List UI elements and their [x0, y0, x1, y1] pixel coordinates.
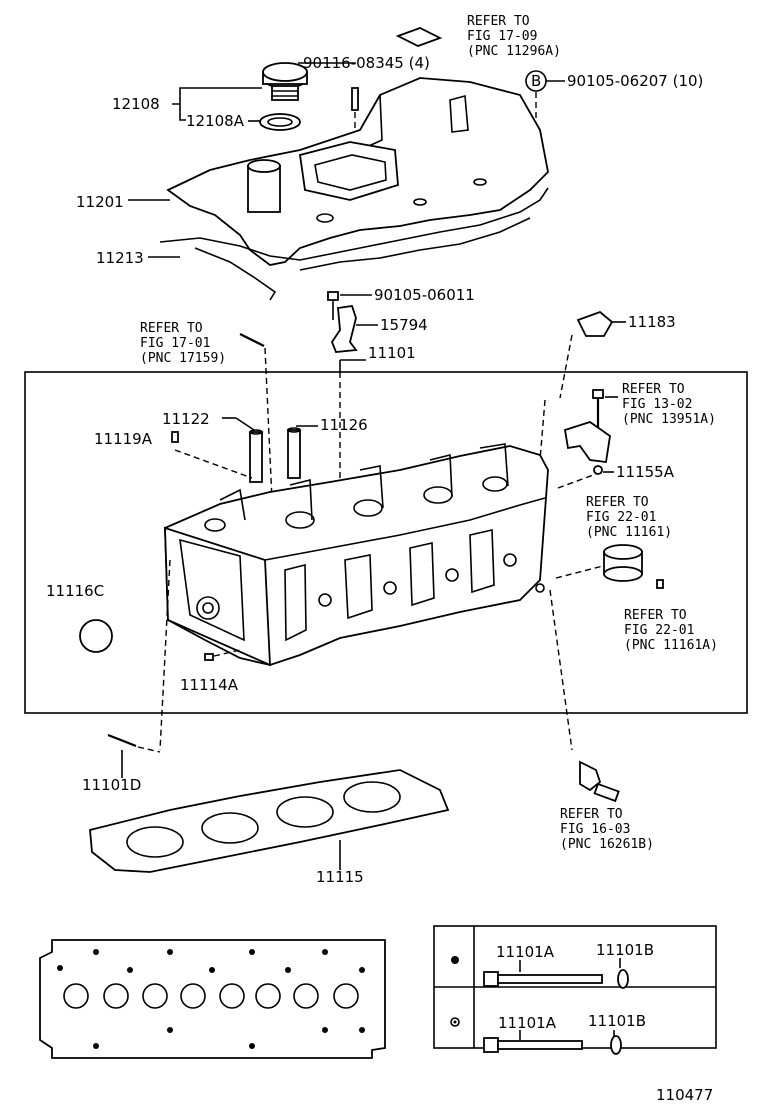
- svg-text:REFER TO: REFER TO: [586, 495, 649, 510]
- camshaft-cap-bolt: [592, 389, 604, 399]
- svg-text:FIG 22-01: FIG 22-01: [624, 623, 694, 638]
- pin-11119A: [171, 431, 179, 443]
- ref-17-01-label: REFER TO FIG 17-01 (PNC 17159): [140, 321, 226, 366]
- svg-text:REFER TO: REFER TO: [622, 382, 685, 397]
- table-row2-label-b: 11101B: [588, 1012, 646, 1030]
- b-circle-letter: B: [531, 72, 541, 90]
- label-11122: 11122: [162, 410, 210, 428]
- ref-22-01a-label: REFER TO FIG 22-01 (PNC 11161): [586, 495, 672, 540]
- stud-17-01: [239, 333, 265, 347]
- camshaft-bearing-cap: [563, 421, 611, 464]
- cylinder-head-cover: [166, 77, 549, 266]
- svg-text:(PNC 11161): (PNC 11161): [586, 525, 672, 540]
- table-row1-label-b: 11101B: [596, 941, 654, 959]
- svg-text:FIG 13-02: FIG 13-02: [622, 397, 692, 412]
- label-11101: 11101: [368, 344, 416, 362]
- cover-seal-piece: [395, 27, 443, 47]
- label-11114A: 11114A: [180, 676, 239, 694]
- svg-text:REFER TO: REFER TO: [560, 807, 623, 822]
- engine-hanger-bracket: [330, 305, 358, 353]
- stud-bolt: [351, 87, 359, 111]
- cylinder-head-assembly-box: [24, 371, 748, 714]
- oil-filler-cap: [262, 62, 308, 101]
- pin-11114A: [204, 653, 214, 661]
- label-90105-06207: 90105-06207 (10): [567, 72, 703, 90]
- table-row2-marker: [450, 1017, 460, 1027]
- bearing-cap-11183: [576, 310, 614, 337]
- bolt-row1: [483, 971, 603, 987]
- cylinder-head-plan-view: [39, 939, 386, 1059]
- plug-11161: [603, 544, 643, 582]
- washer-row1: [617, 969, 629, 989]
- label-12108: 12108: [112, 95, 160, 113]
- table-row1-label-a: 11101A: [496, 943, 555, 961]
- pin-11161A: [656, 579, 664, 589]
- svg-text:REFER TO: REFER TO: [467, 14, 530, 29]
- ref-16-03-label: REFER TO FIG 16-03 (PNC 16261B): [560, 807, 654, 852]
- washer-row2: [610, 1035, 622, 1055]
- svg-text:(PNC 11161A): (PNC 11161A): [624, 638, 718, 653]
- cap-gasket-ring: [259, 113, 301, 131]
- cover-gasket: [159, 187, 549, 261]
- label-15794: 15794: [380, 316, 428, 334]
- svg-text:(PNC 17159): (PNC 17159): [140, 351, 226, 366]
- label-11201: 11201: [76, 193, 124, 211]
- label-90116: 90116-08345 (4): [303, 54, 430, 72]
- ref-13-02-label: REFER TO FIG 13-02 (PNC 13951A): [622, 382, 716, 427]
- valve-guide-11122: [249, 429, 263, 483]
- table-row1-marker: [451, 956, 459, 964]
- label-11115: 11115: [316, 868, 364, 886]
- svg-text:(PNC 16261B): (PNC 16261B): [560, 837, 654, 852]
- small-bolt: [327, 291, 339, 301]
- label-11155A: 11155A: [616, 463, 675, 481]
- stud-11101D: [107, 733, 137, 748]
- label-90105-06011: 90105-06011: [374, 286, 475, 304]
- valve-guide-11126: [287, 427, 301, 479]
- bolt-row2: [483, 1037, 583, 1053]
- svg-text:REFER TO: REFER TO: [624, 608, 687, 623]
- svg-text:(PNC 11296A): (PNC 11296A): [467, 44, 561, 59]
- head-gasket: [89, 769, 450, 873]
- cylinder-head: [164, 443, 549, 667]
- label-12108A: 12108A: [186, 112, 245, 130]
- label-11126: 11126: [320, 416, 368, 434]
- figure-number: 110477: [656, 1086, 713, 1104]
- svg-text:REFER TO: REFER TO: [140, 321, 203, 336]
- label-11119A: 11119A: [94, 430, 153, 448]
- table-row2-label-a: 11101A: [498, 1014, 557, 1032]
- label-11213: 11213: [96, 249, 144, 267]
- dowel-11155A: [593, 465, 603, 475]
- svg-text:FIG 22-01: FIG 22-01: [586, 510, 656, 525]
- label-11183: 11183: [628, 313, 676, 331]
- label-11101D: 11101D: [82, 776, 141, 794]
- svg-text:FIG 17-09: FIG 17-09: [467, 29, 537, 44]
- label-11116C: 11116C: [46, 582, 104, 600]
- ref-17-09-label: REFER TO FIG 17-09 (PNC 11296A): [467, 14, 561, 59]
- svg-text:(PNC 13951A): (PNC 13951A): [622, 412, 716, 427]
- ref-22-01b-label: REFER TO FIG 22-01 (PNC 11161A): [624, 608, 718, 653]
- sensor-16-03: [579, 760, 620, 803]
- svg-text:FIG 17-01: FIG 17-01: [140, 336, 210, 351]
- bolt-table: 11101A 11101B 11101A 11101B: [433, 925, 717, 1055]
- svg-text:FIG 16-03: FIG 16-03: [560, 822, 630, 837]
- expansion-plug-11116C: [79, 619, 113, 653]
